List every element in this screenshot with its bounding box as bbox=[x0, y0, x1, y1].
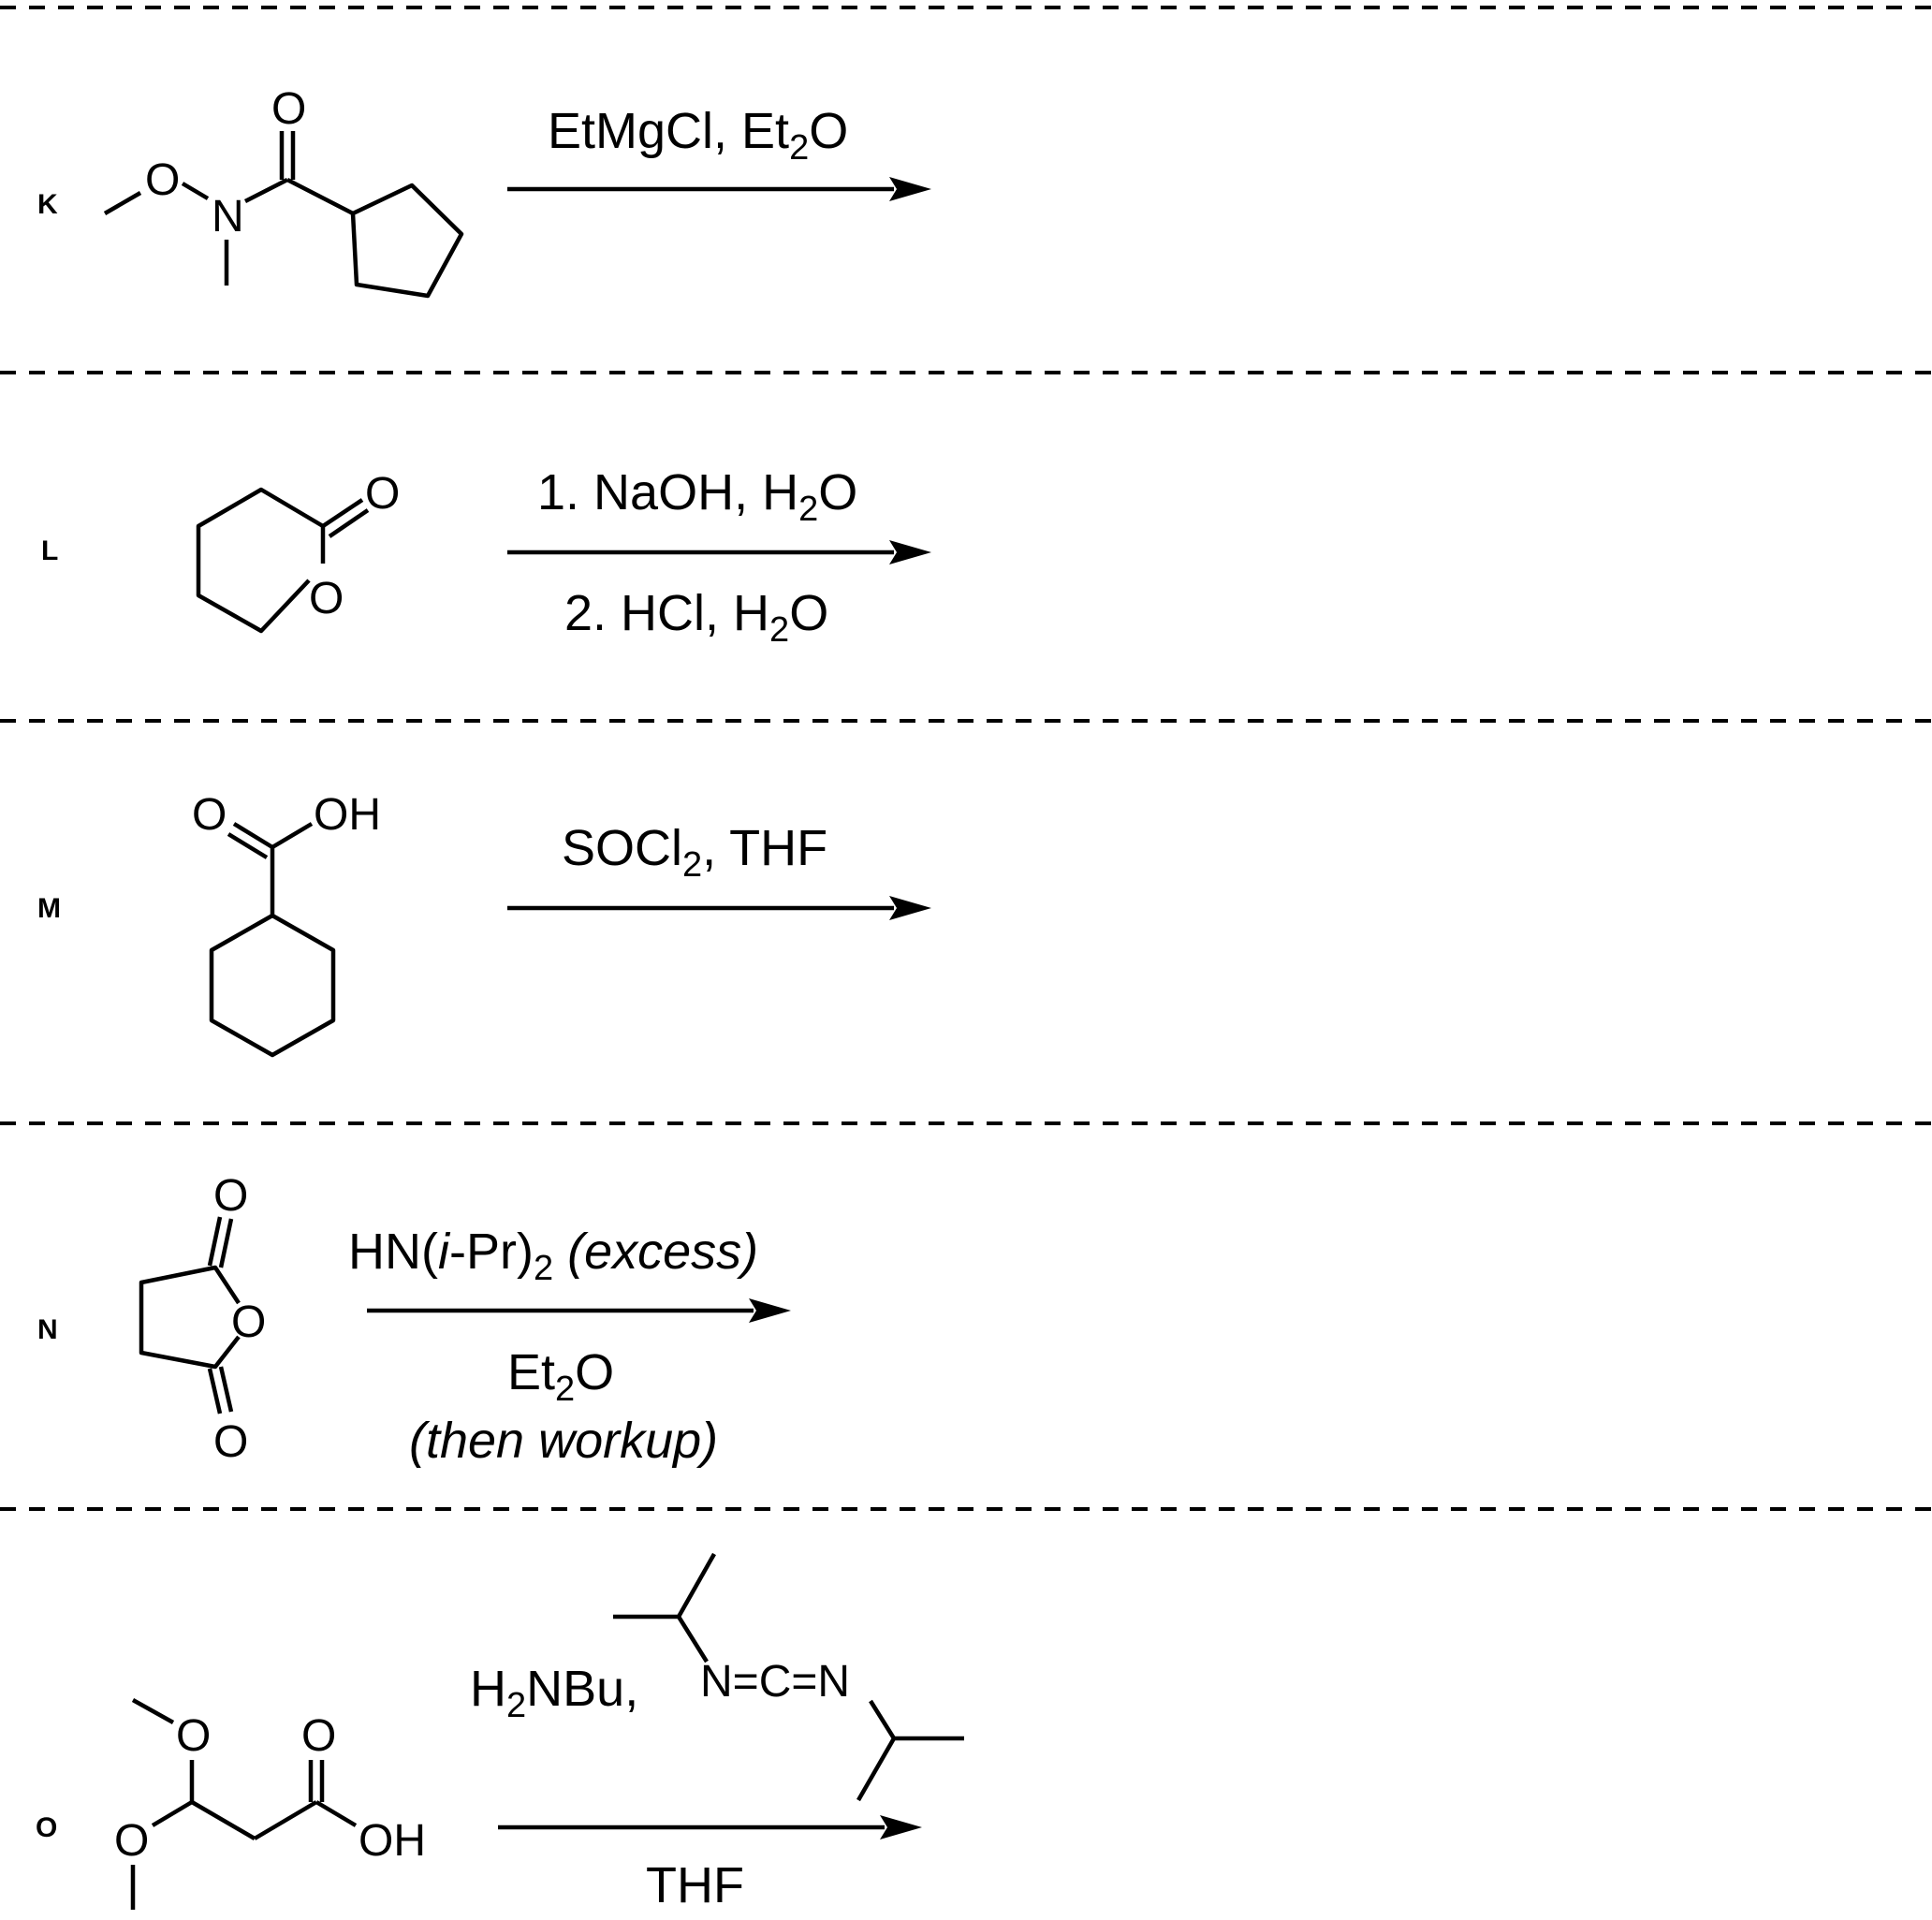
workup-note: (then workup) bbox=[409, 1413, 718, 1469]
reagent-text: SOCl2, THF bbox=[562, 820, 827, 885]
reaction-o: O O O O OH H2NBu, N=C=N THF bbox=[36, 1552, 964, 1913]
reagent-text: EtMgCl, Et2O bbox=[548, 103, 848, 168]
arrowhead bbox=[880, 1815, 922, 1839]
cyclohexanecarboxylic-acid-structure: O OH bbox=[192, 790, 381, 1058]
separators bbox=[0, 6, 1932, 1511]
bond bbox=[869, 1699, 896, 1740]
reaction-n: N O O O HN(i-Pr)2 (excess) Et2O (then wo… bbox=[37, 1171, 791, 1469]
reagent-text-below: THF bbox=[646, 1857, 744, 1913]
reaction-label: M bbox=[37, 893, 61, 924]
carbodiimide-atoms: N=C=N bbox=[700, 1657, 850, 1707]
bond bbox=[328, 508, 370, 538]
bond bbox=[253, 1800, 318, 1840]
reaction-k: K O N O EtMgCl, Et2O bbox=[37, 84, 931, 299]
cyclopentane-ring bbox=[350, 183, 464, 299]
reaction-label: N bbox=[37, 1314, 58, 1345]
bond bbox=[218, 1366, 234, 1413]
ring-bonds bbox=[196, 487, 325, 634]
reagent-text-above: HN(i-Pr)2 (excess) bbox=[348, 1224, 758, 1288]
bond bbox=[232, 822, 274, 849]
diisopropylcarbodiimide-structure: N=C=N bbox=[613, 1552, 964, 1802]
reaction-label: K bbox=[37, 189, 58, 220]
bond bbox=[181, 182, 210, 200]
bond bbox=[271, 822, 314, 849]
atom-oxygen: O bbox=[213, 1171, 248, 1221]
ring-bonds bbox=[139, 1265, 241, 1370]
atom-oxygen: O bbox=[192, 790, 227, 840]
atom-hydroxyl: OH bbox=[359, 1816, 426, 1866]
arrowhead bbox=[889, 540, 931, 564]
bond bbox=[207, 1216, 223, 1267]
arrowhead bbox=[889, 896, 931, 920]
arrowhead bbox=[889, 177, 931, 201]
bond bbox=[218, 1218, 234, 1268]
bond bbox=[321, 498, 364, 528]
bond bbox=[677, 1552, 716, 1619]
reagent-text-below: Et2O bbox=[507, 1344, 614, 1409]
bond bbox=[285, 177, 355, 216]
atom-oxygen: O bbox=[145, 155, 180, 205]
atom-oxygen: O bbox=[271, 84, 306, 134]
arrowhead bbox=[749, 1298, 791, 1323]
valerolactone-structure: O O bbox=[196, 469, 400, 634]
bond bbox=[103, 191, 142, 215]
atom-oxygen: O bbox=[213, 1417, 248, 1467]
bond bbox=[856, 1737, 896, 1802]
cyclohexane-ring bbox=[209, 913, 336, 1058]
reaction-l: L O O 1. NaOH, H2O 2. HCl, H2O bbox=[41, 464, 931, 650]
bond bbox=[151, 1800, 194, 1827]
bond bbox=[131, 1698, 175, 1724]
reagent-text-above: 1. NaOH, H2O bbox=[537, 464, 857, 529]
bond bbox=[315, 1800, 358, 1827]
reagent-text-amine: H2NBu, bbox=[470, 1661, 638, 1725]
atom-oxygen: O bbox=[176, 1711, 211, 1761]
bond bbox=[227, 832, 269, 859]
succinic-anhydride-structure: O O O bbox=[139, 1171, 266, 1467]
weinreb-amide-structure: O N O bbox=[103, 84, 464, 299]
reagent-text-below: 2. HCl, H2O bbox=[564, 585, 828, 650]
bond bbox=[190, 1800, 256, 1840]
atom-nitrogen: N bbox=[212, 192, 244, 242]
atom-oxygen: O bbox=[114, 1816, 149, 1866]
dimethoxy-acid-structure: O O O OH bbox=[114, 1698, 426, 1910]
bond bbox=[677, 1615, 709, 1664]
atom-oxygen: O bbox=[301, 1711, 336, 1761]
atom-hydroxyl: OH bbox=[314, 790, 381, 840]
atom-oxygen: O bbox=[309, 574, 344, 623]
reaction-label: O bbox=[36, 1812, 57, 1843]
bond bbox=[207, 1368, 223, 1414]
bond bbox=[243, 177, 289, 204]
atom-oxygen: O bbox=[231, 1297, 266, 1347]
reaction-label: L bbox=[41, 535, 58, 566]
reaction-m: M O OH SOCl2, THF bbox=[37, 790, 931, 1058]
atom-oxygen: O bbox=[365, 469, 400, 519]
